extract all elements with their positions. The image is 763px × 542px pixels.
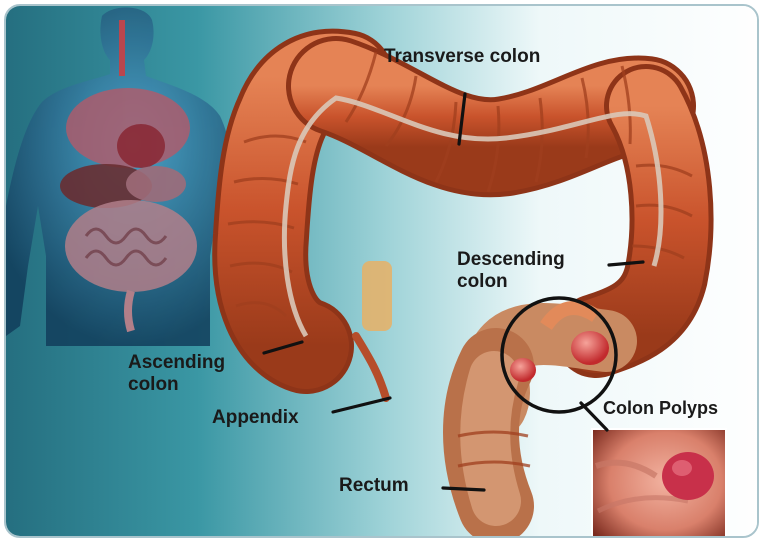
polyp (510, 358, 536, 382)
label-ascending-line1: Ascending (128, 352, 225, 374)
label-colon-polyps: Colon Polyps (603, 397, 718, 419)
label-descending-line1: Descending (457, 249, 565, 271)
label-ascending-line2: colon (128, 374, 225, 396)
label-rectum: Rectum (339, 475, 409, 497)
endoscopy-inset (592, 429, 726, 538)
leader-rectum (443, 488, 484, 490)
colon-anatomy-illustration (6, 6, 759, 538)
label-descending-line2: colon (457, 271, 565, 293)
label-descending-colon: Descending colon (457, 249, 565, 293)
diagram-frame: Transverse colon Descending colon Ascend… (4, 4, 759, 538)
label-transverse-colon: Transverse colon (384, 46, 540, 68)
label-appendix: Appendix (212, 407, 299, 429)
polyp (571, 331, 609, 365)
intestines (65, 200, 197, 292)
label-ascending-colon: Ascending colon (128, 352, 225, 396)
